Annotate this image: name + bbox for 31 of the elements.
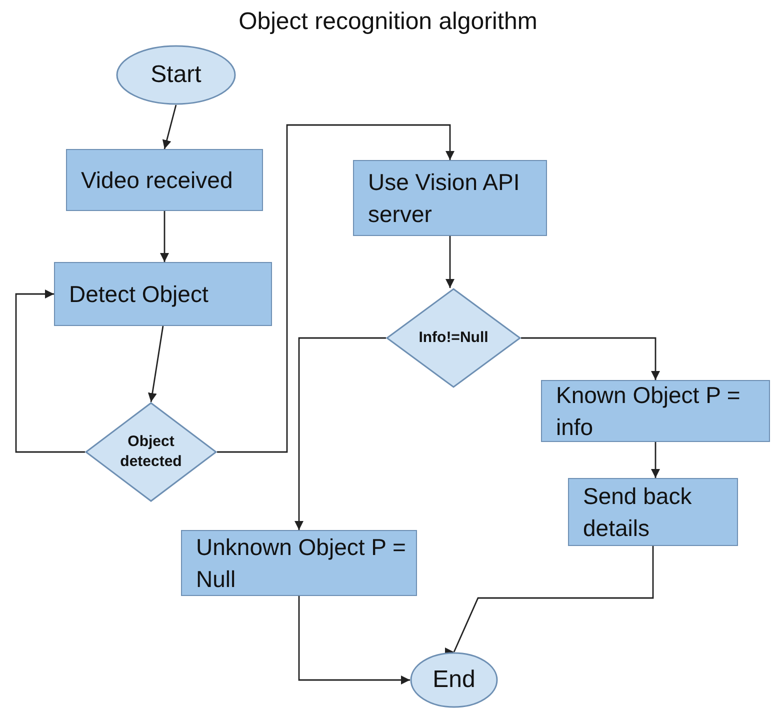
node-label: Send back details <box>583 482 693 543</box>
arrow <box>148 326 164 402</box>
arrow <box>217 124 454 453</box>
node-label: Use Vision API server <box>368 168 521 229</box>
process-box <box>181 530 417 596</box>
arrow <box>651 442 660 478</box>
process-box <box>54 262 272 326</box>
node-label: End <box>432 666 476 694</box>
decision-label: Info!=Null <box>418 328 490 348</box>
terminal-ellipse <box>116 45 236 105</box>
node-label: Known Object P = info <box>556 380 742 442</box>
process-box <box>66 149 263 211</box>
process-box <box>353 160 547 236</box>
arrow <box>160 211 169 262</box>
diagram-title: Object recognition algorithm <box>238 8 538 36</box>
arrow <box>15 290 85 453</box>
decision-label: Object detected <box>119 432 183 472</box>
process-box <box>568 478 738 546</box>
decision-diamond <box>85 402 217 502</box>
process-box <box>541 380 770 442</box>
node-label: Start <box>150 61 202 89</box>
arrow <box>162 104 177 150</box>
node-label: Unknown Object P = Null <box>196 532 407 594</box>
arrow <box>446 236 454 288</box>
arrow <box>298 596 410 684</box>
arrow <box>294 337 386 530</box>
node-label: Video received <box>81 166 234 195</box>
decision-diamond <box>386 288 521 388</box>
node-label: Detect Object <box>69 280 210 309</box>
terminal-ellipse <box>410 652 498 708</box>
arrow <box>521 337 660 380</box>
